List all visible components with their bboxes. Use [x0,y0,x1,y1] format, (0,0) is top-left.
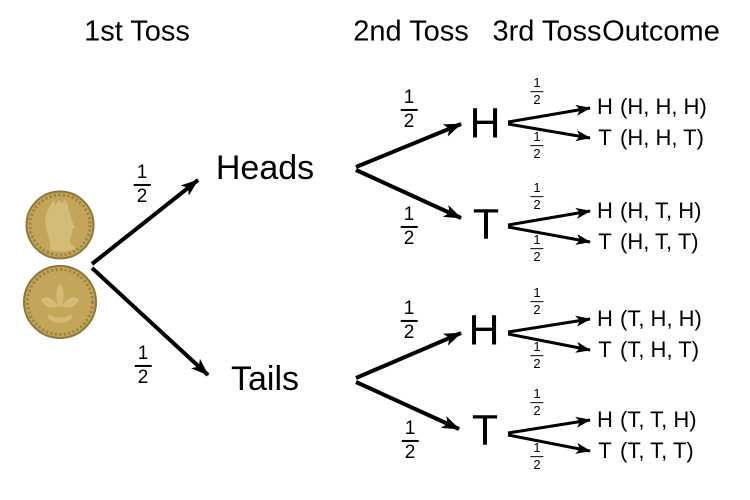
node-heads: Heads [215,149,315,187]
branch-3rd-th-h [507,315,591,334]
probability-fraction-3rd-htt: 1 2 [530,232,544,264]
fraction-numerator: 1 [533,75,541,91]
branch-2nd-tails-t [355,380,460,431]
column-header-2nd-toss: 2nd Toss [353,15,469,48]
outcome-ttt: (T, T, T) [620,438,694,463]
fraction-numerator: 1 [403,203,415,225]
probability-fraction-2nd-tt: 1 2 [401,417,419,462]
fraction-denominator: 2 [530,355,544,371]
branch-2nd-heads-t [355,168,462,220]
fraction-denominator: 2 [134,365,152,387]
fraction-numerator: 1 [533,339,541,355]
coin-bottom [23,265,97,339]
coin-top [25,190,95,260]
probability-fraction-2nd-th: 1 2 [400,297,418,342]
node-2nd-heads-t: T [472,200,500,249]
result-letter-ttt: T [598,438,612,463]
fraction-numerator: 1 [533,285,541,301]
leek-emblem-icon [41,283,79,323]
node-2nd-heads-h: H [469,99,501,148]
column-header-3rd-toss: 3rd Toss [492,15,602,48]
outcome-hth: (H, T, H) [620,198,702,223]
branch-3rd-hh-t [507,122,591,142]
fraction-numerator: 1 [403,86,415,108]
branch-3rd-ht-t [507,225,591,245]
probability-fraction-3rd-thh: 1 2 [530,285,544,317]
fraction-denominator: 2 [401,440,419,462]
fraction-denominator: 2 [530,196,544,212]
result-letter-tth: H [597,407,613,432]
fraction-numerator: 1 [404,417,416,439]
probability-fraction-3rd-ttt: 1 2 [530,440,544,472]
branch-3rd-ht-h [507,207,591,227]
fraction-numerator: 1 [533,232,541,248]
fraction-numerator: 1 [533,180,541,196]
outcome-hht: (H, H, T) [620,125,704,150]
branch-3rd-tt-t [507,433,591,454]
result-letter-hhh: H [597,94,613,119]
fraction-numerator: 1 [136,161,148,183]
fraction-denominator: 2 [400,109,418,131]
fraction-denominator: 2 [530,91,544,107]
probability-fraction-3rd-hht: 1 2 [530,129,544,161]
node-2nd-tails-h: H [468,306,500,355]
probability-fraction-3rd-hhh: 1 2 [530,75,544,107]
probability-fraction-2nd-hh: 1 2 [400,86,418,131]
node-tails: Tails [230,360,300,398]
column-header-1st-toss: 1st Toss [84,15,190,48]
probability-fraction-3rd-tht: 1 2 [530,339,544,371]
outcome-htt: (H, T, T) [620,229,699,254]
fraction-denominator: 2 [530,301,544,317]
fraction-numerator: 1 [533,440,541,456]
probability-fraction-1st-heads: 1 2 [133,161,151,206]
fraction-denominator: 2 [530,456,544,472]
fraction-numerator: 1 [403,297,415,319]
fraction-denominator: 2 [133,184,151,206]
result-letter-thh: H [597,306,613,331]
probability-fraction-1st-tails: 1 2 [134,342,152,387]
probability-fraction-3rd-hth: 1 2 [530,180,544,212]
branch-3rd-th-t [507,332,591,353]
fraction-numerator: 1 [137,342,149,364]
probability-fraction-2nd-ht: 1 2 [400,203,418,248]
branch-1st-heads [90,178,200,266]
branch-3rd-hh-h [507,104,591,124]
fraction-denominator: 2 [530,402,544,418]
result-letter-tht: T [598,337,612,362]
outcome-tht: (T, H, T) [620,337,700,362]
result-letter-htt: T [598,229,612,254]
branch-1st-tails [90,266,210,377]
fraction-denominator: 2 [400,226,418,248]
probability-fraction-3rd-tth: 1 2 [530,386,544,418]
fraction-denominator: 2 [400,320,418,342]
fraction-numerator: 1 [533,129,541,145]
node-2nd-tails-t: T [471,406,499,455]
fraction-denominator: 2 [530,145,544,161]
fraction-denominator: 2 [530,248,544,264]
outcome-tth: (T, T, H) [620,407,697,432]
result-letter-hth: H [597,198,613,223]
branch-2nd-tails-h [355,331,462,380]
result-letter-hht: T [598,125,612,150]
branch-2nd-heads-h [355,122,462,169]
fraction-numerator: 1 [533,386,541,402]
outcome-hhh: (H, H, H) [620,94,707,119]
branch-3rd-tt-h [507,416,591,435]
outcome-thh: (T, H, H) [620,306,702,331]
column-header-outcome: Outcome [602,15,720,48]
queen-head-icon [45,199,75,252]
